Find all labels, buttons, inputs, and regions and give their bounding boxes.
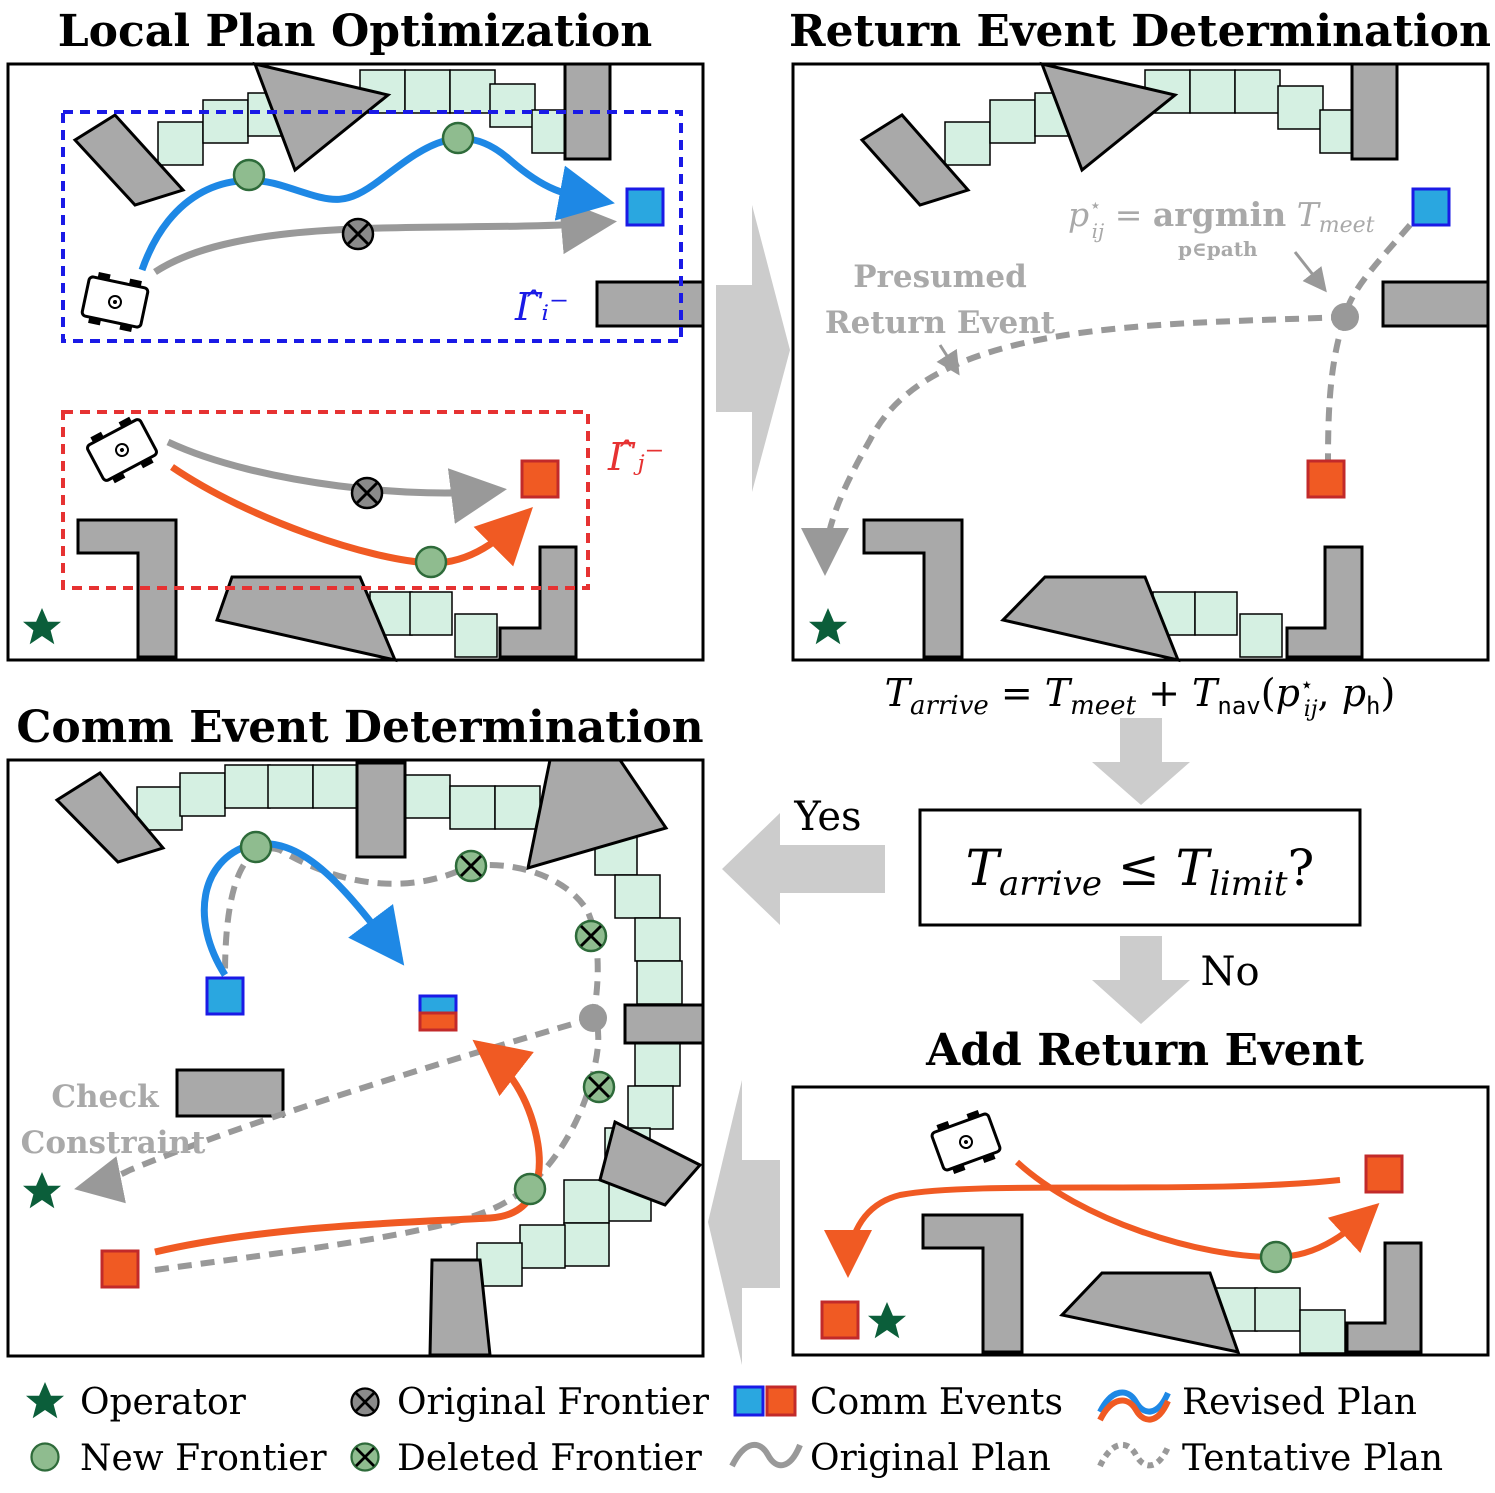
no-label: No xyxy=(1200,949,1259,995)
deleted-frontier-node xyxy=(454,849,488,883)
panel-comm-event: Check Constraint xyxy=(6,758,705,1358)
deleted-frontier-node xyxy=(582,1070,616,1104)
legend-deleted-frontier: Deleted Frontier xyxy=(397,1438,703,1479)
title-comm-event: Comm Event Determination xyxy=(16,702,703,753)
obstacles xyxy=(859,61,1490,663)
title-return-event: Return Event Determination xyxy=(789,6,1491,57)
revised-orange-path xyxy=(154,1039,543,1256)
tentative-return-path xyxy=(801,314,1346,576)
comm-event-orange xyxy=(100,1249,140,1289)
operator-legend-icon xyxy=(26,1382,64,1419)
tentative-path-orange xyxy=(1325,316,1348,461)
comm-event-orange xyxy=(1364,1154,1404,1194)
panel-add-return xyxy=(791,1085,1490,1357)
gamma-j-box xyxy=(61,410,590,590)
revised-plan-legend-icon-blue xyxy=(1097,1389,1171,1415)
decision-text: Tarrive ≤ Tlimit? xyxy=(966,839,1315,904)
decision-box: Tarrive ≤ Tlimit? xyxy=(918,808,1362,927)
original-frontier-node xyxy=(341,217,375,251)
presumed-label-line1: Presumed xyxy=(853,259,1027,295)
comm-event-blue xyxy=(625,187,665,227)
meeting-point xyxy=(579,1004,607,1032)
obstacles xyxy=(54,758,705,1357)
legend-original-frontier: Original Frontier xyxy=(397,1382,710,1423)
comm-event-orange xyxy=(520,459,560,499)
yes-label: Yes xyxy=(793,794,861,840)
legend-operator: Operator xyxy=(80,1382,247,1423)
flow-arrow-yes xyxy=(722,813,885,925)
legend-revised-plan: Revised Plan xyxy=(1182,1382,1417,1423)
new-frontier-node xyxy=(513,1172,547,1206)
panel-return-event: Presumed Return Event p⋆ij = argmin Tmee… xyxy=(791,61,1490,663)
frontier-tiles xyxy=(157,69,568,658)
comm-events-legend-icon-blue xyxy=(733,1385,765,1417)
return-plan-path xyxy=(824,1177,1341,1278)
new-frontier-node xyxy=(441,121,475,155)
flow-arrow-left xyxy=(708,1080,780,1365)
legend-tentative-plan: Tentative Plan xyxy=(1182,1438,1443,1479)
flow-arrow-right xyxy=(716,205,790,492)
title-local-plan: Local Plan Optimization xyxy=(58,6,653,57)
deleted-frontier-legend-icon xyxy=(350,1442,380,1472)
original-plan-legend-icon xyxy=(729,1442,803,1469)
argmin-sub-label: p∈path xyxy=(1178,237,1258,261)
check-label-line2: Constraint xyxy=(21,1125,206,1161)
new-frontier-node xyxy=(1259,1240,1293,1274)
comm-events-legend-icon-orange xyxy=(765,1385,797,1417)
revised-plan-j xyxy=(170,464,533,567)
comm-event-orange xyxy=(1306,459,1346,499)
original-plan-j xyxy=(166,438,507,524)
argmin-arrow xyxy=(1293,251,1327,293)
deleted-frontier-node xyxy=(574,919,608,953)
return-event-orange xyxy=(820,1300,860,1340)
title-add-return: Add Return Event xyxy=(925,1025,1364,1076)
tentative-plan-legend-icon xyxy=(1097,1442,1171,1469)
original-frontier-legend-icon xyxy=(350,1387,380,1417)
comm-event-merged-blue xyxy=(418,994,458,1015)
gamma-i-box xyxy=(61,110,683,343)
legend-original-plan: Original Plan xyxy=(810,1438,1051,1479)
legend-comm-events: Comm Events xyxy=(810,1382,1063,1423)
new-frontier-node xyxy=(239,830,273,864)
presumed-label-line2: Return Event xyxy=(825,305,1056,341)
obstacles xyxy=(921,1213,1423,1355)
obstacles xyxy=(72,61,705,663)
revised-plan-legend-icon-orange xyxy=(1097,1397,1171,1423)
panel-local-plan: Γ̂ᵢ⁻ Γ̂ⱼ⁻ xyxy=(6,61,705,663)
revised-plan-path xyxy=(1014,1159,1380,1261)
check-label-line1: Check xyxy=(51,1079,160,1115)
gamma-i-label: Γ̂ᵢ⁻ xyxy=(514,285,569,329)
comm-event-blue xyxy=(1411,187,1451,227)
new-frontier-legend-icon xyxy=(30,1442,60,1472)
new-frontier-node xyxy=(232,158,266,192)
legend: Operator New Frontier Original Frontier … xyxy=(26,1382,1443,1479)
tentative-orange-path xyxy=(154,1016,602,1273)
meeting-point xyxy=(1331,303,1359,331)
original-frontier-node xyxy=(350,476,384,510)
legend-new-frontier: New Frontier xyxy=(80,1438,327,1479)
new-frontier-node xyxy=(414,545,448,579)
frontier-tiles xyxy=(1211,1287,1346,1354)
comm-event-blue xyxy=(205,976,245,1016)
presumed-arrow xyxy=(936,344,960,376)
comm-event-merged-orange xyxy=(418,1011,458,1032)
argmin-label: p⋆ij = argmin Tmeet xyxy=(1068,193,1375,243)
flow-arrow-down-1 xyxy=(1092,718,1190,805)
flow-arrow-no xyxy=(1092,936,1190,1024)
gamma-j-label: Γ̂ⱼ⁻ xyxy=(607,435,664,479)
t-arrive-equation: Tarrive = Tmeet + Tnav(p⋆ij, ph) xyxy=(885,671,1396,722)
revised-plan-i xyxy=(138,135,615,272)
frontier-tiles xyxy=(136,764,683,1287)
